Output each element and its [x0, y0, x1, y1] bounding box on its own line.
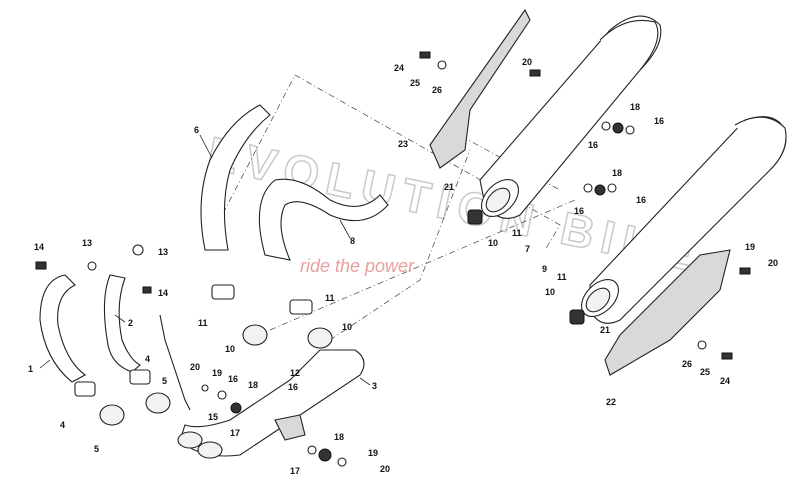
callout-10b: 10 — [342, 322, 352, 332]
callout-20b: 20 — [380, 464, 390, 474]
callout-25b: 25 — [700, 367, 710, 377]
watermark-tagline: ride the power — [300, 256, 415, 276]
header-pipe-upper — [200, 104, 389, 261]
callout-18c: 18 — [630, 102, 640, 112]
callout-15: 15 — [208, 412, 218, 422]
callout-17b: 17 — [290, 466, 300, 476]
callout-11a: 11 — [198, 318, 208, 328]
callout-16a: 16 — [228, 374, 238, 384]
callout-18b: 18 — [334, 432, 344, 442]
callout-25a: 25 — [410, 78, 420, 88]
callout-21a: 21 — [444, 182, 454, 192]
callout-1: 1 — [28, 364, 33, 374]
callout-18a: 18 — [248, 380, 258, 390]
callout-11b: 11 — [325, 293, 335, 303]
callout-19b: 19 — [368, 448, 378, 458]
callout-14b: 14 — [158, 288, 168, 298]
callout-19c: 19 — [745, 242, 755, 252]
callout-5b: 5 — [162, 376, 167, 386]
callout-16d: 16 — [654, 116, 664, 126]
front-pipes — [39, 274, 141, 383]
small-parts — [35, 51, 751, 467]
callout-19a: 19 — [212, 368, 222, 378]
callout-7: 7 — [525, 244, 530, 254]
callouts: 1 2 3 4 4 5 5 6 7 8 9 10 10 10 10 11 11 … — [28, 57, 778, 476]
clamps-middle — [211, 284, 333, 349]
heat-shield-upper — [429, 8, 531, 169]
callout-4b: 4 — [145, 354, 150, 364]
callout-10a: 10 — [225, 344, 235, 354]
callout-13b: 13 — [158, 247, 168, 257]
callout-20a: 20 — [190, 362, 200, 372]
callout-12: 12 — [290, 368, 300, 378]
callout-11d: 11 — [557, 272, 567, 282]
callout-23: 23 — [398, 139, 408, 149]
callout-9: 9 — [542, 264, 547, 274]
callout-10d: 10 — [545, 287, 555, 297]
callout-6: 6 — [194, 125, 199, 135]
callout-8: 8 — [350, 236, 355, 246]
callout-14a: 14 — [34, 242, 44, 252]
silencer-lower — [581, 116, 787, 324]
callout-5a: 5 — [94, 444, 99, 454]
callout-10c: 10 — [488, 238, 498, 248]
callout-11c: 11 — [512, 228, 522, 238]
callout-16b: 16 — [288, 382, 298, 392]
callout-20d: 20 — [768, 258, 778, 268]
callout-4a: 4 — [60, 420, 65, 430]
collector-pipe — [177, 349, 365, 459]
callout-24b: 24 — [720, 376, 730, 386]
callout-13a: 13 — [82, 238, 92, 248]
callout-26a: 26 — [432, 85, 442, 95]
callout-24a: 24 — [394, 63, 404, 73]
callout-21b: 21 — [600, 325, 610, 335]
silencer-upper — [479, 15, 662, 219]
callout-16c: 16 — [588, 140, 598, 150]
heat-shield-lower — [604, 249, 731, 376]
callout-3: 3 — [372, 381, 377, 391]
callout-2: 2 — [128, 318, 133, 328]
callout-20c: 20 — [522, 57, 532, 67]
callout-18d: 18 — [612, 168, 622, 178]
callout-16f: 16 — [636, 195, 646, 205]
callout-26b: 26 — [682, 359, 692, 369]
callout-22: 22 — [606, 397, 616, 407]
callout-17a: 17 — [230, 428, 240, 438]
callout-16e: 16 — [574, 206, 584, 216]
